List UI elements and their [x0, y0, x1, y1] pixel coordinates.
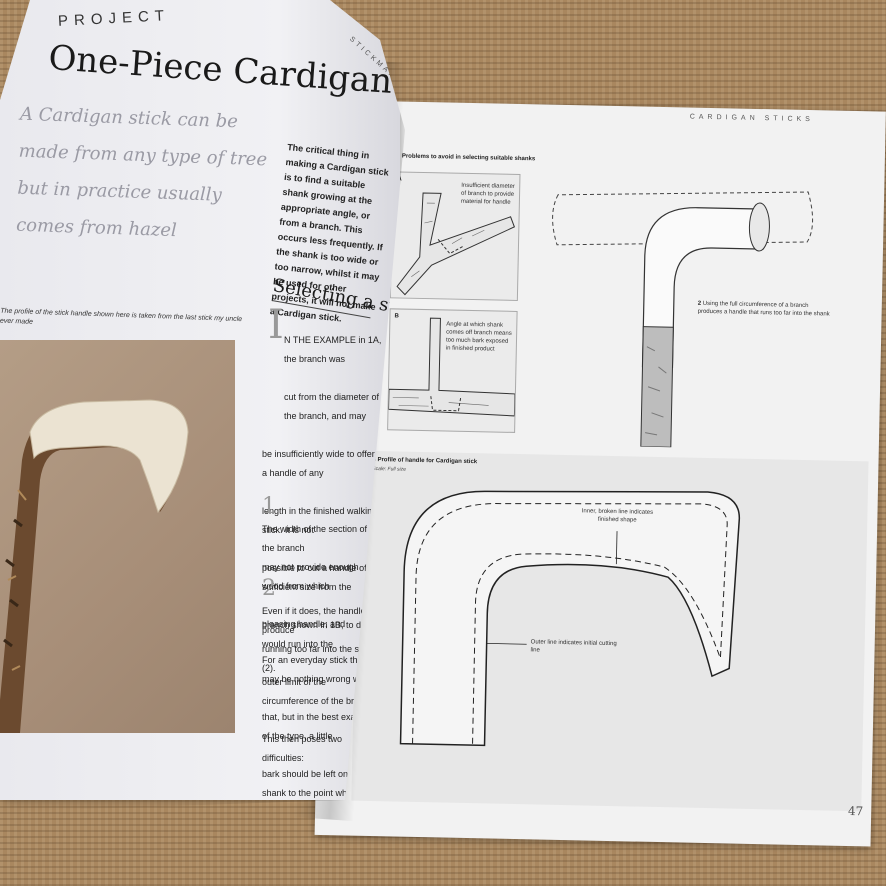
point-line: may not provide enough wood from which: [262, 562, 359, 591]
figure-2-note: 2 Using the full circumference of a bran…: [698, 300, 833, 319]
figure-1b-branch-drawing: [388, 317, 516, 417]
body-line: This then poses two difficulties:: [262, 734, 343, 763]
point-number: 1: [262, 494, 276, 519]
stick-photo: [0, 340, 235, 733]
figure-2-drawing: [552, 191, 814, 448]
figure-2-note-text: Using the full circumference of a branch…: [697, 300, 830, 318]
pull-quote: A Cardigan stick can be made from any ty…: [15, 103, 268, 242]
figure-3-inner-note: Inner, broken line indicates finished sh…: [581, 508, 654, 524]
drop-cap: I: [268, 302, 284, 348]
figure-1a-note: Insufficient diameter of branch to provi…: [460, 182, 515, 206]
photo-caption: The profile of the stick handle shown he…: [0, 307, 243, 326]
figure-1a-box: A Insufficient diameter of branch to pro…: [389, 171, 521, 301]
point-number: 2: [262, 576, 276, 601]
body-line: length in the finished walking stick. It…: [262, 506, 378, 535]
project-label: PROJECT: [57, 7, 171, 30]
body-line: possible to cut a handle of sufficient s…: [262, 563, 367, 592]
figure-1b-note: Angle at which shank comes off branch me…: [445, 321, 512, 353]
body-text: N THE EXAMPLE in 1A, the branch was cut …: [262, 312, 382, 787]
point-line: pleasing handle; and: [262, 619, 346, 629]
figure-1-title: 1 Problems to avoid in selecting suitabl…: [396, 153, 536, 163]
right-page: CARDIGAN STICKS 1 Problems to avoid in s…: [314, 100, 886, 847]
figure-1b-box: B Angle at which shank comes off branch …: [387, 308, 518, 433]
point-line: The width of the section of the branch: [262, 524, 368, 553]
figure-2-note-number: 2: [697, 300, 702, 307]
running-head-right: CARDIGAN STICKS: [689, 113, 814, 124]
body-line: cut from the diameter of the branch, and…: [284, 392, 380, 421]
left-page: PROJECT One-Piece Cardigan Stick STICKMA…: [0, 0, 405, 800]
body-line: N THE EXAMPLE in 1A, the branch was: [284, 335, 382, 364]
page-number: 47: [847, 804, 864, 819]
body-line: be insufficiently wide to offer a handle…: [262, 449, 375, 478]
figure-3-panel: 3 Profile of handle for Cardigan stick S…: [351, 450, 869, 812]
figure-1a-branch-drawing: [396, 192, 516, 296]
point-1: 1 The width of the section of the branch…: [262, 478, 382, 653]
stick-handle-illustration: [0, 399, 189, 733]
figure-3-outer-note: Outer line indicates initial cutting lin…: [530, 639, 617, 654]
figure-3-handle-profile: [399, 490, 741, 747]
